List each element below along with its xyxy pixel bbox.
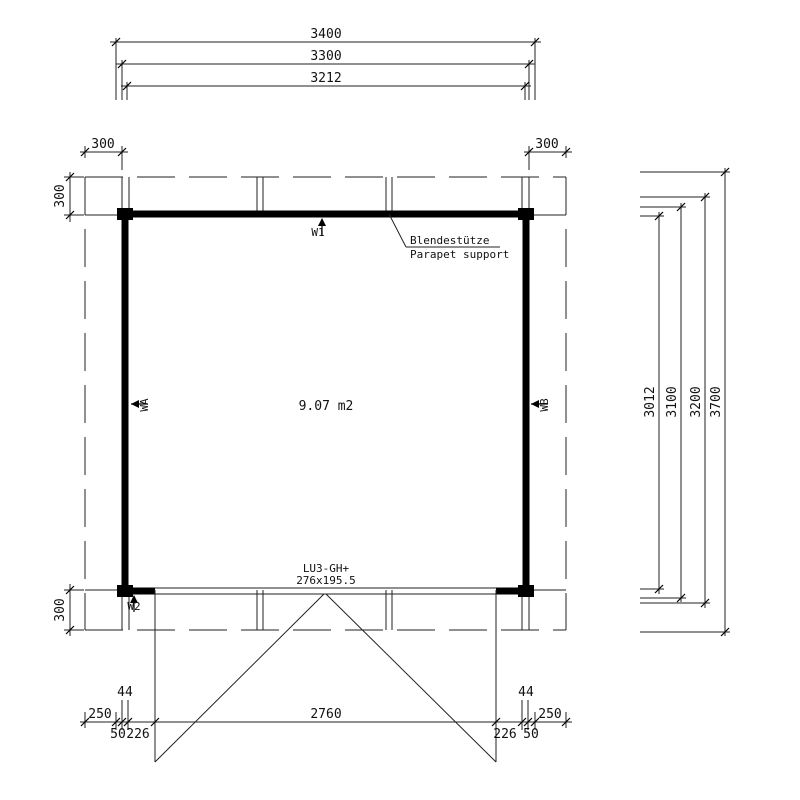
dim-left-50: 50 bbox=[110, 727, 126, 742]
wall-label-w2: W2 bbox=[127, 600, 140, 613]
dim-3212: 3212 bbox=[310, 71, 341, 86]
dim-3300: 3300 bbox=[310, 49, 341, 64]
door-size: 276x195.5 bbox=[296, 574, 356, 587]
wall-markers: W1 W2 WA WB bbox=[127, 218, 551, 613]
dim-right-50: 50 bbox=[523, 727, 539, 742]
right-dimensions: 3012 3100 3200 3700 bbox=[640, 167, 730, 637]
dim-3012: 3012 bbox=[643, 386, 658, 417]
dim-3700: 3700 bbox=[709, 386, 724, 417]
door-left-swing bbox=[154, 593, 325, 763]
note-parapet-support: Parapet support bbox=[410, 248, 509, 261]
door-code: LU3-GH+ bbox=[303, 562, 350, 575]
top-dimensions: 3400 3300 3212 bbox=[110, 27, 541, 100]
wall-label-wb: WB bbox=[538, 398, 551, 412]
dim-3200: 3200 bbox=[689, 386, 704, 417]
dim-2760: 2760 bbox=[310, 707, 341, 722]
walls bbox=[117, 208, 534, 597]
dim-right-corner-width: 300 bbox=[535, 137, 558, 152]
dim-left-226: 226 bbox=[126, 727, 149, 742]
dim-3400: 3400 bbox=[310, 27, 341, 42]
wall-label-w1: W1 bbox=[311, 226, 324, 239]
wall-label-wa: WA bbox=[138, 398, 151, 412]
corner-dimensions: 300 300 300 300 bbox=[53, 137, 572, 636]
bottom-dimensions: 250 44 50 226 2760 226 44 50 250 bbox=[80, 685, 572, 742]
dim-3100: 3100 bbox=[665, 386, 680, 417]
note-blendestuetze: Blendestütze bbox=[410, 234, 489, 247]
dim-bottom-corner-height: 300 bbox=[53, 598, 68, 621]
dim-right-226: 226 bbox=[493, 727, 516, 742]
dim-top-corner-height: 300 bbox=[53, 184, 68, 207]
dim-left-250: 250 bbox=[88, 707, 111, 722]
dim-right-250: 250 bbox=[538, 707, 561, 722]
dim-left-corner-width: 300 bbox=[91, 137, 114, 152]
parapet-note: Blendestütze Parapet support bbox=[388, 213, 509, 261]
floor-area: 9.07 m2 bbox=[299, 399, 354, 414]
dim-right-44: 44 bbox=[518, 685, 534, 700]
double-door: LU3-GH+ 276x195.5 bbox=[154, 562, 497, 763]
dim-left-44: 44 bbox=[117, 685, 133, 700]
door-right-swing bbox=[325, 593, 497, 763]
